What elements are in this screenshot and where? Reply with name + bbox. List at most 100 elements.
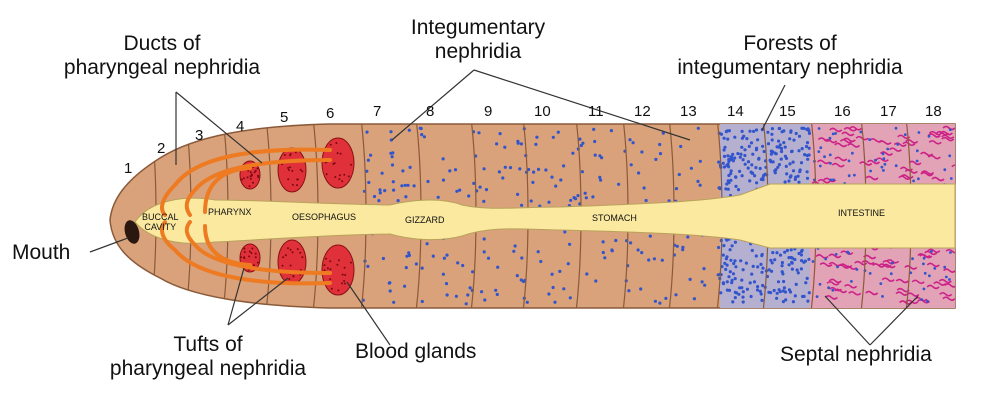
nephridium-dot bbox=[703, 284, 706, 287]
nephridium-dot bbox=[483, 250, 486, 253]
nephridium-dot bbox=[923, 257, 926, 260]
gland-speckle bbox=[257, 262, 259, 264]
nephridium-dot bbox=[728, 289, 731, 292]
nephridium-dot bbox=[647, 258, 650, 261]
nephridium-dot bbox=[829, 154, 832, 157]
stomach-label: STOMACH bbox=[592, 213, 637, 223]
nephridium-dot bbox=[786, 249, 789, 252]
nephridium-dot bbox=[455, 190, 458, 193]
nephridium-dot bbox=[645, 199, 648, 202]
nephridium-dot bbox=[437, 196, 440, 199]
nephridium-dot bbox=[756, 138, 759, 141]
nephridium-dot bbox=[781, 261, 784, 264]
nephridium-dot bbox=[501, 176, 504, 179]
nephridium-dot bbox=[943, 266, 946, 269]
nephridium-dot bbox=[808, 153, 811, 156]
nephridium-dot bbox=[407, 251, 410, 254]
nephridium-dot bbox=[675, 187, 678, 190]
nephridium-dot bbox=[792, 300, 795, 303]
nephridium-dot bbox=[602, 240, 605, 243]
nephridium-dot bbox=[757, 158, 760, 161]
gland-speckle bbox=[341, 180, 343, 182]
segment-number: 11 bbox=[588, 104, 604, 120]
nephridium-dot bbox=[483, 167, 486, 170]
nephridium-dot bbox=[686, 235, 689, 238]
nephridium-dot bbox=[848, 160, 851, 163]
nephridium-dot bbox=[823, 155, 826, 158]
nephridium-dot bbox=[409, 166, 412, 169]
gland-speckle bbox=[252, 182, 254, 184]
nephridium-dot bbox=[789, 174, 792, 177]
nephridium-dot bbox=[797, 149, 800, 152]
nephridium-dot bbox=[853, 174, 856, 177]
nephridium-dot bbox=[518, 167, 521, 170]
nephridium-dot bbox=[933, 267, 936, 270]
gland-speckle bbox=[296, 179, 298, 181]
segment-number: 17 bbox=[880, 104, 897, 120]
nephridium-dot bbox=[800, 250, 803, 253]
nephridium-dot bbox=[737, 188, 740, 191]
nephridium-dot bbox=[467, 194, 470, 197]
nephridium-dot bbox=[640, 251, 643, 254]
nephridium-dot bbox=[581, 170, 584, 173]
nephridium-dot bbox=[697, 127, 700, 130]
nephridium-dot bbox=[781, 270, 784, 273]
nephridium-dot bbox=[808, 147, 811, 150]
nephridium-dot bbox=[458, 189, 461, 192]
nephridium-dot bbox=[761, 267, 764, 270]
gland-speckle bbox=[326, 173, 328, 175]
nephridium-dot bbox=[576, 194, 579, 197]
nephridium-dot bbox=[719, 291, 722, 294]
nephridium-dot bbox=[806, 170, 809, 173]
nephridium-dot bbox=[788, 263, 791, 266]
nephridium-dot bbox=[699, 184, 702, 187]
nephridium-dot bbox=[552, 136, 555, 139]
nephridium-dot bbox=[401, 169, 404, 172]
nephridium-dot bbox=[664, 297, 667, 300]
nephridium-dot bbox=[445, 254, 448, 257]
gland-speckle bbox=[243, 177, 245, 179]
nephridium-dot bbox=[702, 267, 705, 270]
nephridium-dot bbox=[787, 179, 790, 182]
nephridium-dot bbox=[537, 168, 540, 171]
gland-speckle bbox=[257, 175, 259, 177]
nephridium-dot bbox=[443, 257, 446, 260]
gland-speckle bbox=[289, 166, 291, 168]
tufts-label: Tufts ofpharyngeal nephridia bbox=[78, 333, 338, 381]
nephridium-dot bbox=[771, 251, 774, 254]
nephridium-dot bbox=[749, 281, 752, 284]
nephridium-dot bbox=[562, 164, 565, 167]
nephridium-dot bbox=[614, 239, 617, 242]
nephridium-dot bbox=[732, 262, 735, 265]
nephridium-dot bbox=[563, 230, 566, 233]
nephridium-dot bbox=[734, 185, 737, 188]
segment-number: 1 bbox=[124, 161, 132, 177]
nephridium-dot bbox=[365, 131, 368, 134]
gland-speckle bbox=[301, 256, 303, 258]
gland-speckle bbox=[343, 174, 345, 176]
nephridium-dot bbox=[923, 288, 926, 291]
nephridium-dot bbox=[701, 280, 704, 283]
nephridium-dot bbox=[373, 195, 376, 198]
nephridium-dot bbox=[916, 160, 919, 163]
nephridium-dot bbox=[829, 162, 832, 165]
nephridium-dot bbox=[744, 163, 747, 166]
gland-speckle bbox=[240, 256, 242, 258]
nephridium-dot bbox=[554, 185, 557, 188]
nephridium-dot bbox=[896, 143, 899, 146]
nephridium-dot bbox=[654, 300, 657, 303]
nephridium-dot bbox=[868, 138, 871, 141]
nephridium-dot bbox=[725, 182, 728, 185]
nephridium-dot bbox=[752, 265, 755, 268]
nephridium-dot bbox=[788, 288, 791, 291]
nephridium-dot bbox=[806, 158, 809, 161]
nephridium-dot bbox=[920, 298, 923, 301]
nephridium-dot bbox=[446, 293, 449, 296]
nephridium-dot bbox=[722, 244, 725, 247]
gland-speckle bbox=[301, 170, 303, 172]
nephridium-dot bbox=[743, 154, 746, 157]
nephridium-dot bbox=[750, 163, 753, 166]
nephridium-dot bbox=[806, 277, 809, 280]
nephridium-dot bbox=[494, 289, 497, 292]
nephridium-dot bbox=[471, 270, 474, 273]
